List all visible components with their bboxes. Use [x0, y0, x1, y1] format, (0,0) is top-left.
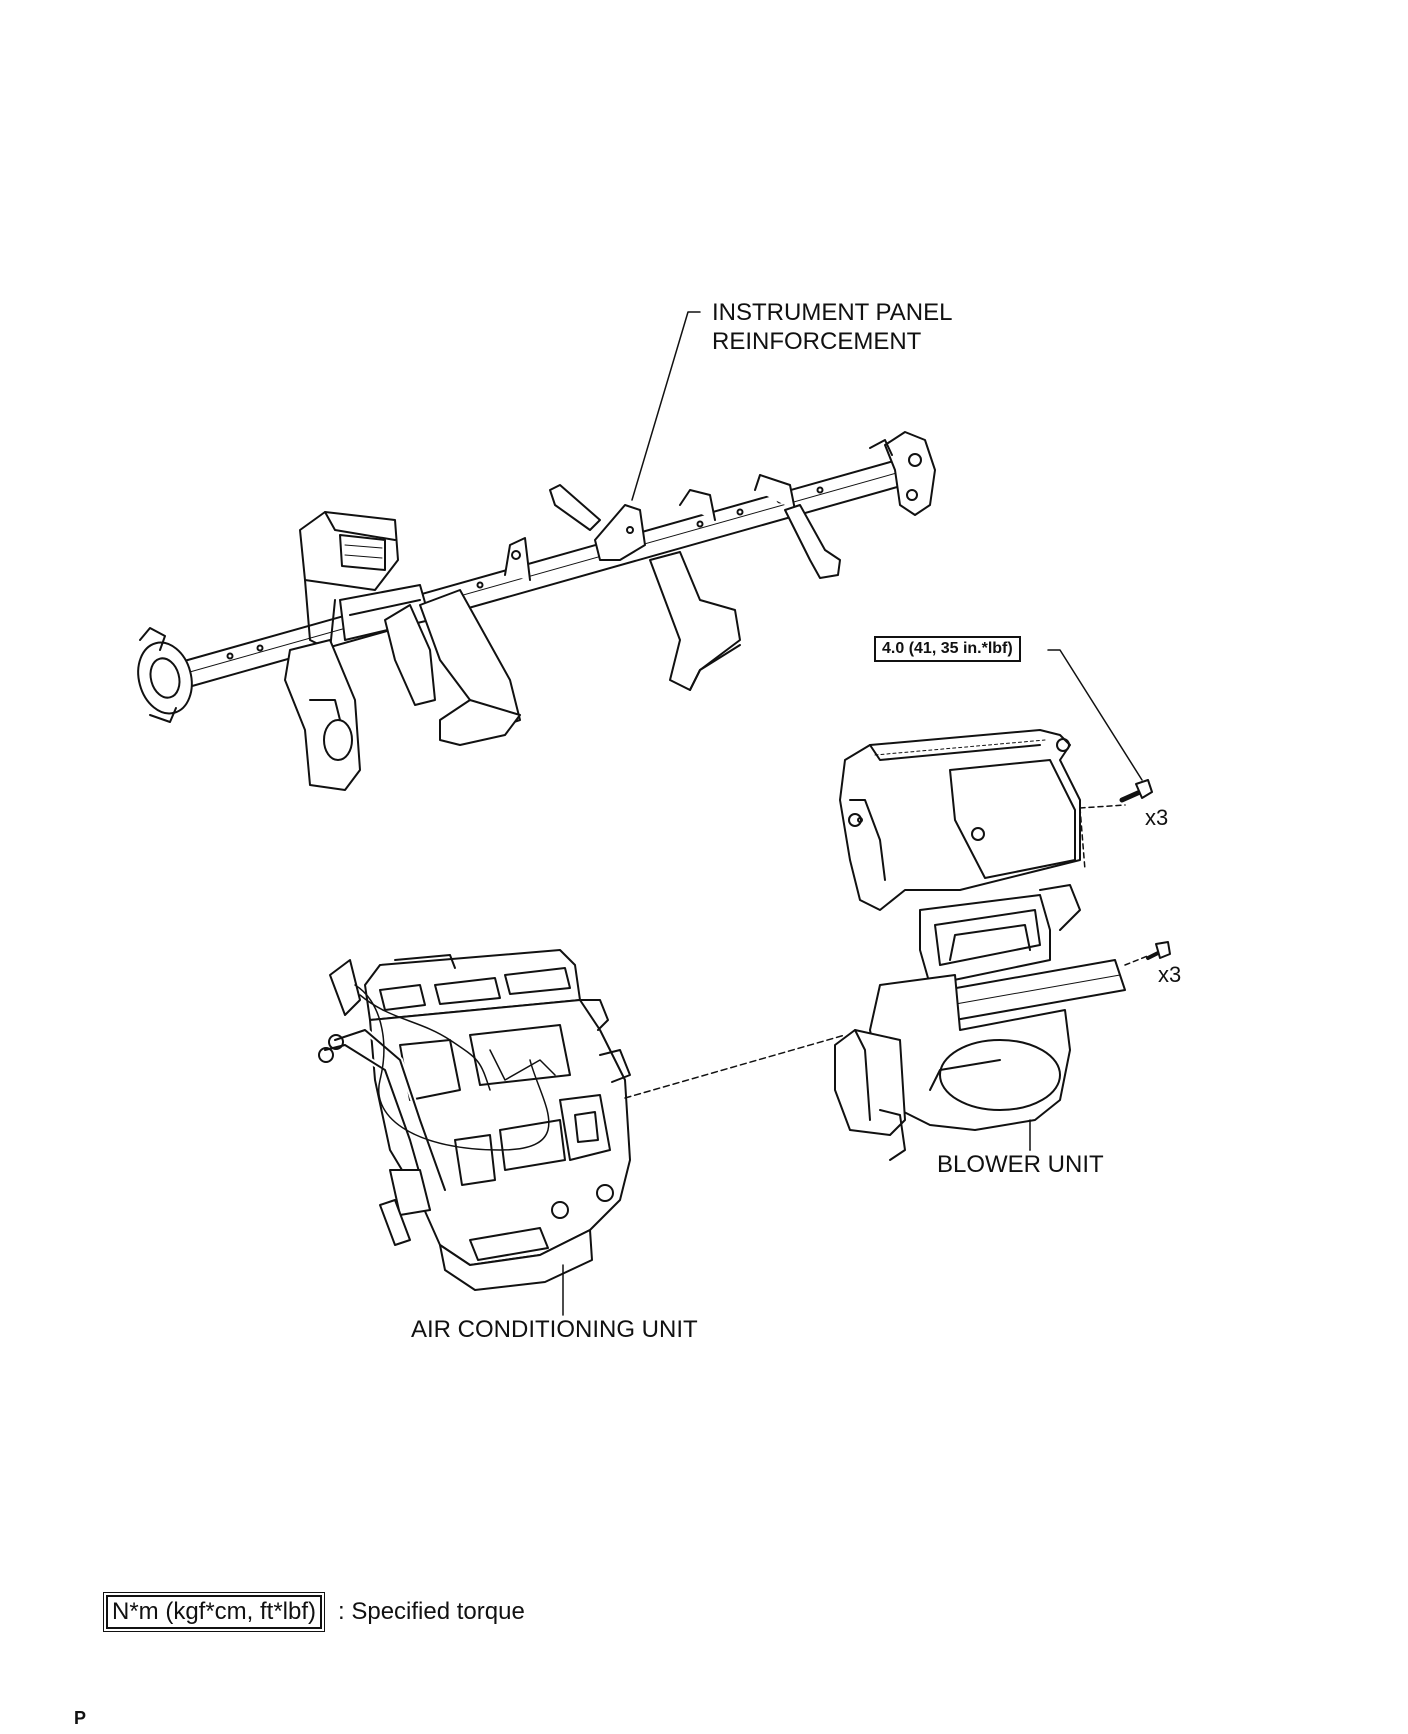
air-conditioning-unit-drawing [318, 949, 631, 1316]
air-conditioning-unit-label: AIR CONDITIONING UNIT [411, 1316, 698, 1343]
instrument-panel-leader-line [631, 311, 701, 501]
instrument-panel-reinforcement-drawing [137, 431, 936, 791]
upper-bolt-quantity: x3 [1145, 805, 1169, 830]
torque-spec-box: 4.0 (41, 35 in.*lbf) [874, 636, 1021, 662]
instrument-panel-reinforcement-label: INSTRUMENT PANEL [712, 299, 953, 326]
torque-leader-line [1047, 649, 1143, 781]
blower-unit-label: BLOWER UNIT [937, 1151, 1104, 1178]
lower-bolt-icon [1124, 941, 1171, 966]
alignment-dashed-line [624, 1034, 846, 1099]
page-mark: P [74, 1708, 87, 1728]
instrument-panel-reinforcement-label-line2: REINFORCEMENT [712, 328, 922, 355]
torque-legend-description: : Specified torque [338, 1598, 525, 1625]
torque-unit-legend-box: N*m (kgf*cm, ft*lbf) [102, 1592, 326, 1632]
upper-bolt-icon [1079, 779, 1153, 871]
lower-bolt-quantity: x3 [1158, 962, 1182, 987]
blower-unit-drawing [834, 729, 1126, 1161]
